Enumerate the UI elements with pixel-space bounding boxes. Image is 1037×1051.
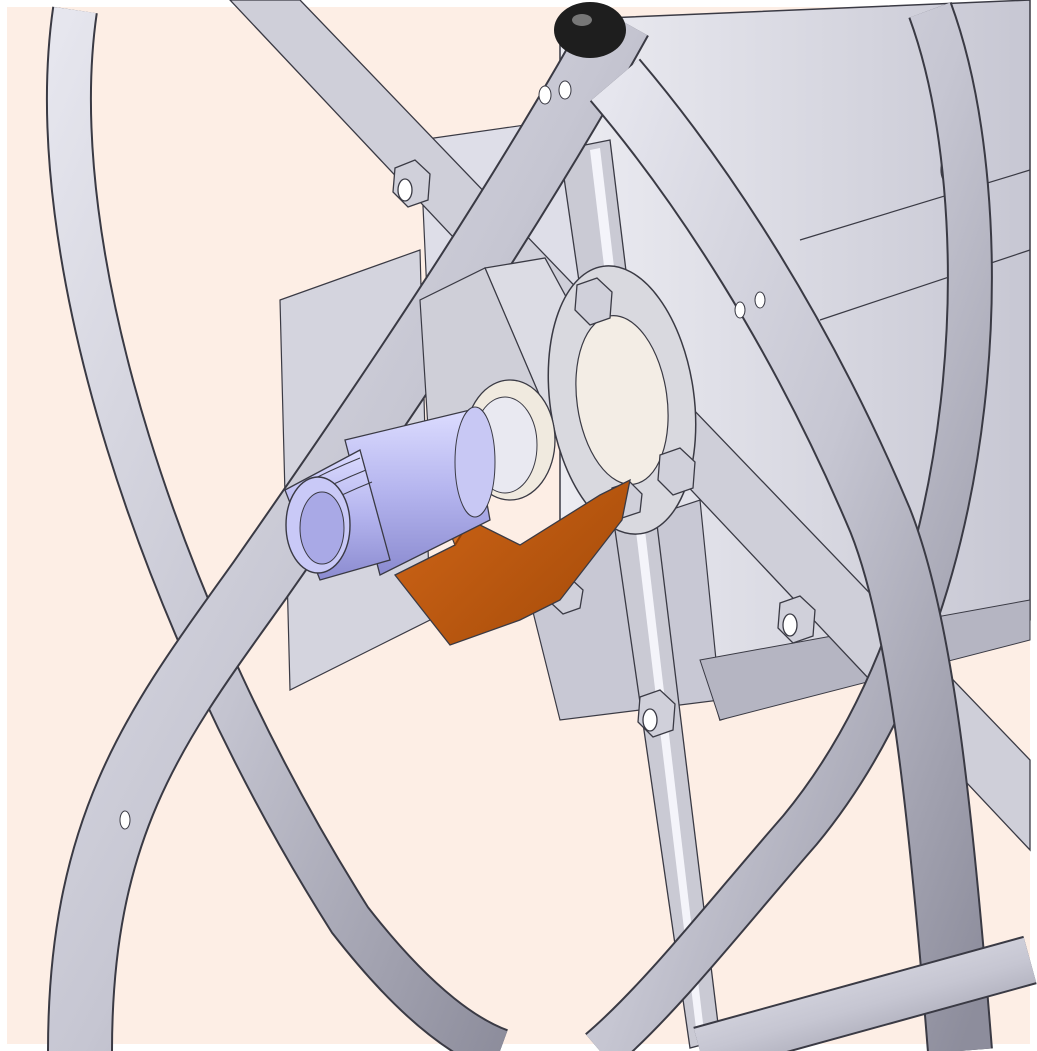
hose-reel-frame-tube — [45, 2, 1037, 1051]
hex-bolts — [392, 159, 816, 738]
hose-coupling — [284, 379, 556, 581]
knob — [554, 2, 626, 58]
